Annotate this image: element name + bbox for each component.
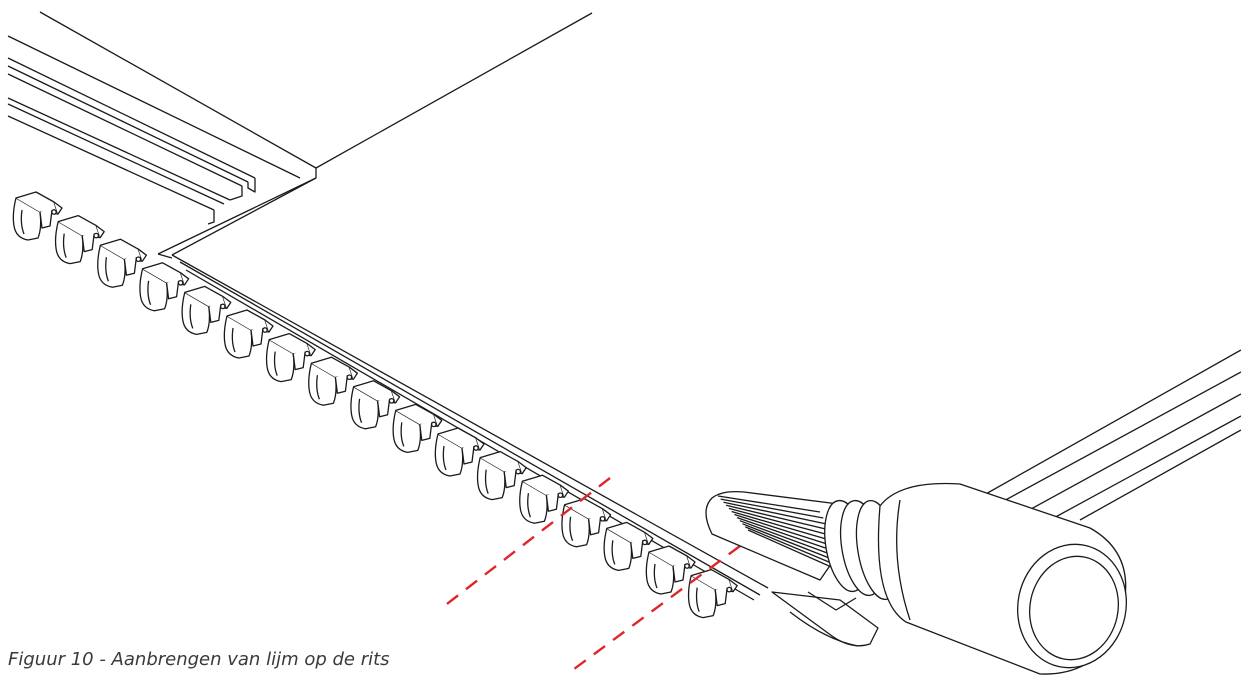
- zipper-tooth: [519, 474, 570, 524]
- guide-lines: [442, 477, 741, 673]
- zipper-tooth: [181, 285, 232, 336]
- zipper-tooth: [265, 332, 316, 383]
- zipper-tooth: [350, 380, 401, 430]
- zipper-tooth: [561, 498, 612, 548]
- zipper-tooth: [97, 238, 148, 288]
- zipper-tooth: [12, 191, 63, 241]
- zipper-tooth: [223, 309, 274, 359]
- zipper-tooth: [603, 521, 654, 572]
- glue-bottle: [705, 482, 1128, 675]
- fabric-panel: [157, 12, 769, 601]
- zipper-tooth: [476, 450, 527, 501]
- zipper-teeth: [12, 191, 738, 619]
- right-rail: [967, 349, 1241, 527]
- profile-rail: [7, 11, 317, 225]
- zipper-tooth: [54, 214, 105, 265]
- figure-caption: Figuur 10 - Aanbrengen van lijm op de ri…: [8, 649, 390, 670]
- zipper-tooth: [434, 427, 485, 477]
- zipper-tooth: [392, 403, 443, 454]
- zipper-tooth: [645, 545, 696, 595]
- zipper-tooth: [308, 356, 359, 406]
- zipper-tooth: [139, 262, 190, 312]
- zipper-tooth: [687, 568, 738, 619]
